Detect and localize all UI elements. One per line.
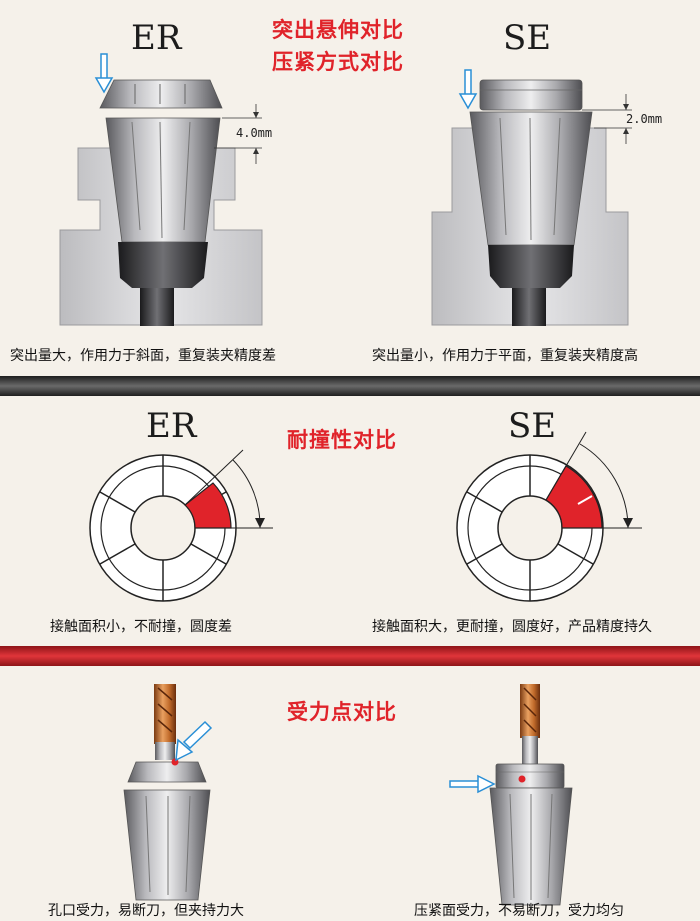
se-dimension-line bbox=[582, 94, 632, 144]
section2-title: 耐撞性对比 bbox=[287, 428, 397, 452]
se-caption-force: 压紧面受力，不易断刀，受力均匀 bbox=[414, 903, 624, 919]
er-caption-impact: 接触面积小，不耐撞，圆度差 bbox=[50, 619, 232, 635]
divider-dark bbox=[0, 376, 700, 396]
se-caption-impact: 接触面积大，更耐撞，圆度好，产品精度持久 bbox=[372, 619, 652, 635]
er-brand-label-top: ER bbox=[131, 18, 182, 58]
se-brand-label-top: SE bbox=[503, 18, 552, 58]
se-press-arrow-icon bbox=[458, 69, 478, 110]
section1-title-line1: 突出悬伸对比 bbox=[272, 18, 404, 42]
section3-title: 受力点对比 bbox=[287, 700, 397, 724]
er-caption-overhang: 突出量大，作用力于斜面，重复装夹精度差 bbox=[10, 348, 276, 364]
se-caption-overhang: 突出量小，作用力于平面，重复装夹精度高 bbox=[372, 348, 638, 364]
er-brand-label-mid: ER bbox=[146, 406, 197, 446]
se-force-point-illustration bbox=[489, 684, 573, 906]
er-dimension-label: 4.0mm bbox=[236, 126, 273, 140]
se-collet-illustration bbox=[469, 79, 593, 288]
er-cross-section bbox=[89, 449, 273, 602]
se-force-arrow-icon bbox=[449, 774, 496, 794]
er-press-arrow-icon bbox=[94, 53, 114, 94]
er-caption-force: 孔口受力，易断刀，但夹持力大 bbox=[48, 903, 244, 919]
er-collet-illustration bbox=[99, 79, 223, 288]
se-cross-section bbox=[456, 431, 642, 602]
se-brand-label-mid: SE bbox=[508, 406, 557, 446]
er-force-arrow-icon bbox=[175, 720, 213, 762]
section1-title-line2: 压紧方式对比 bbox=[272, 50, 404, 74]
er-force-point-illustration bbox=[123, 684, 211, 901]
divider-red bbox=[0, 646, 700, 666]
er-dimension-line bbox=[214, 104, 262, 164]
se-dimension-label: 2.0mm bbox=[626, 112, 663, 126]
